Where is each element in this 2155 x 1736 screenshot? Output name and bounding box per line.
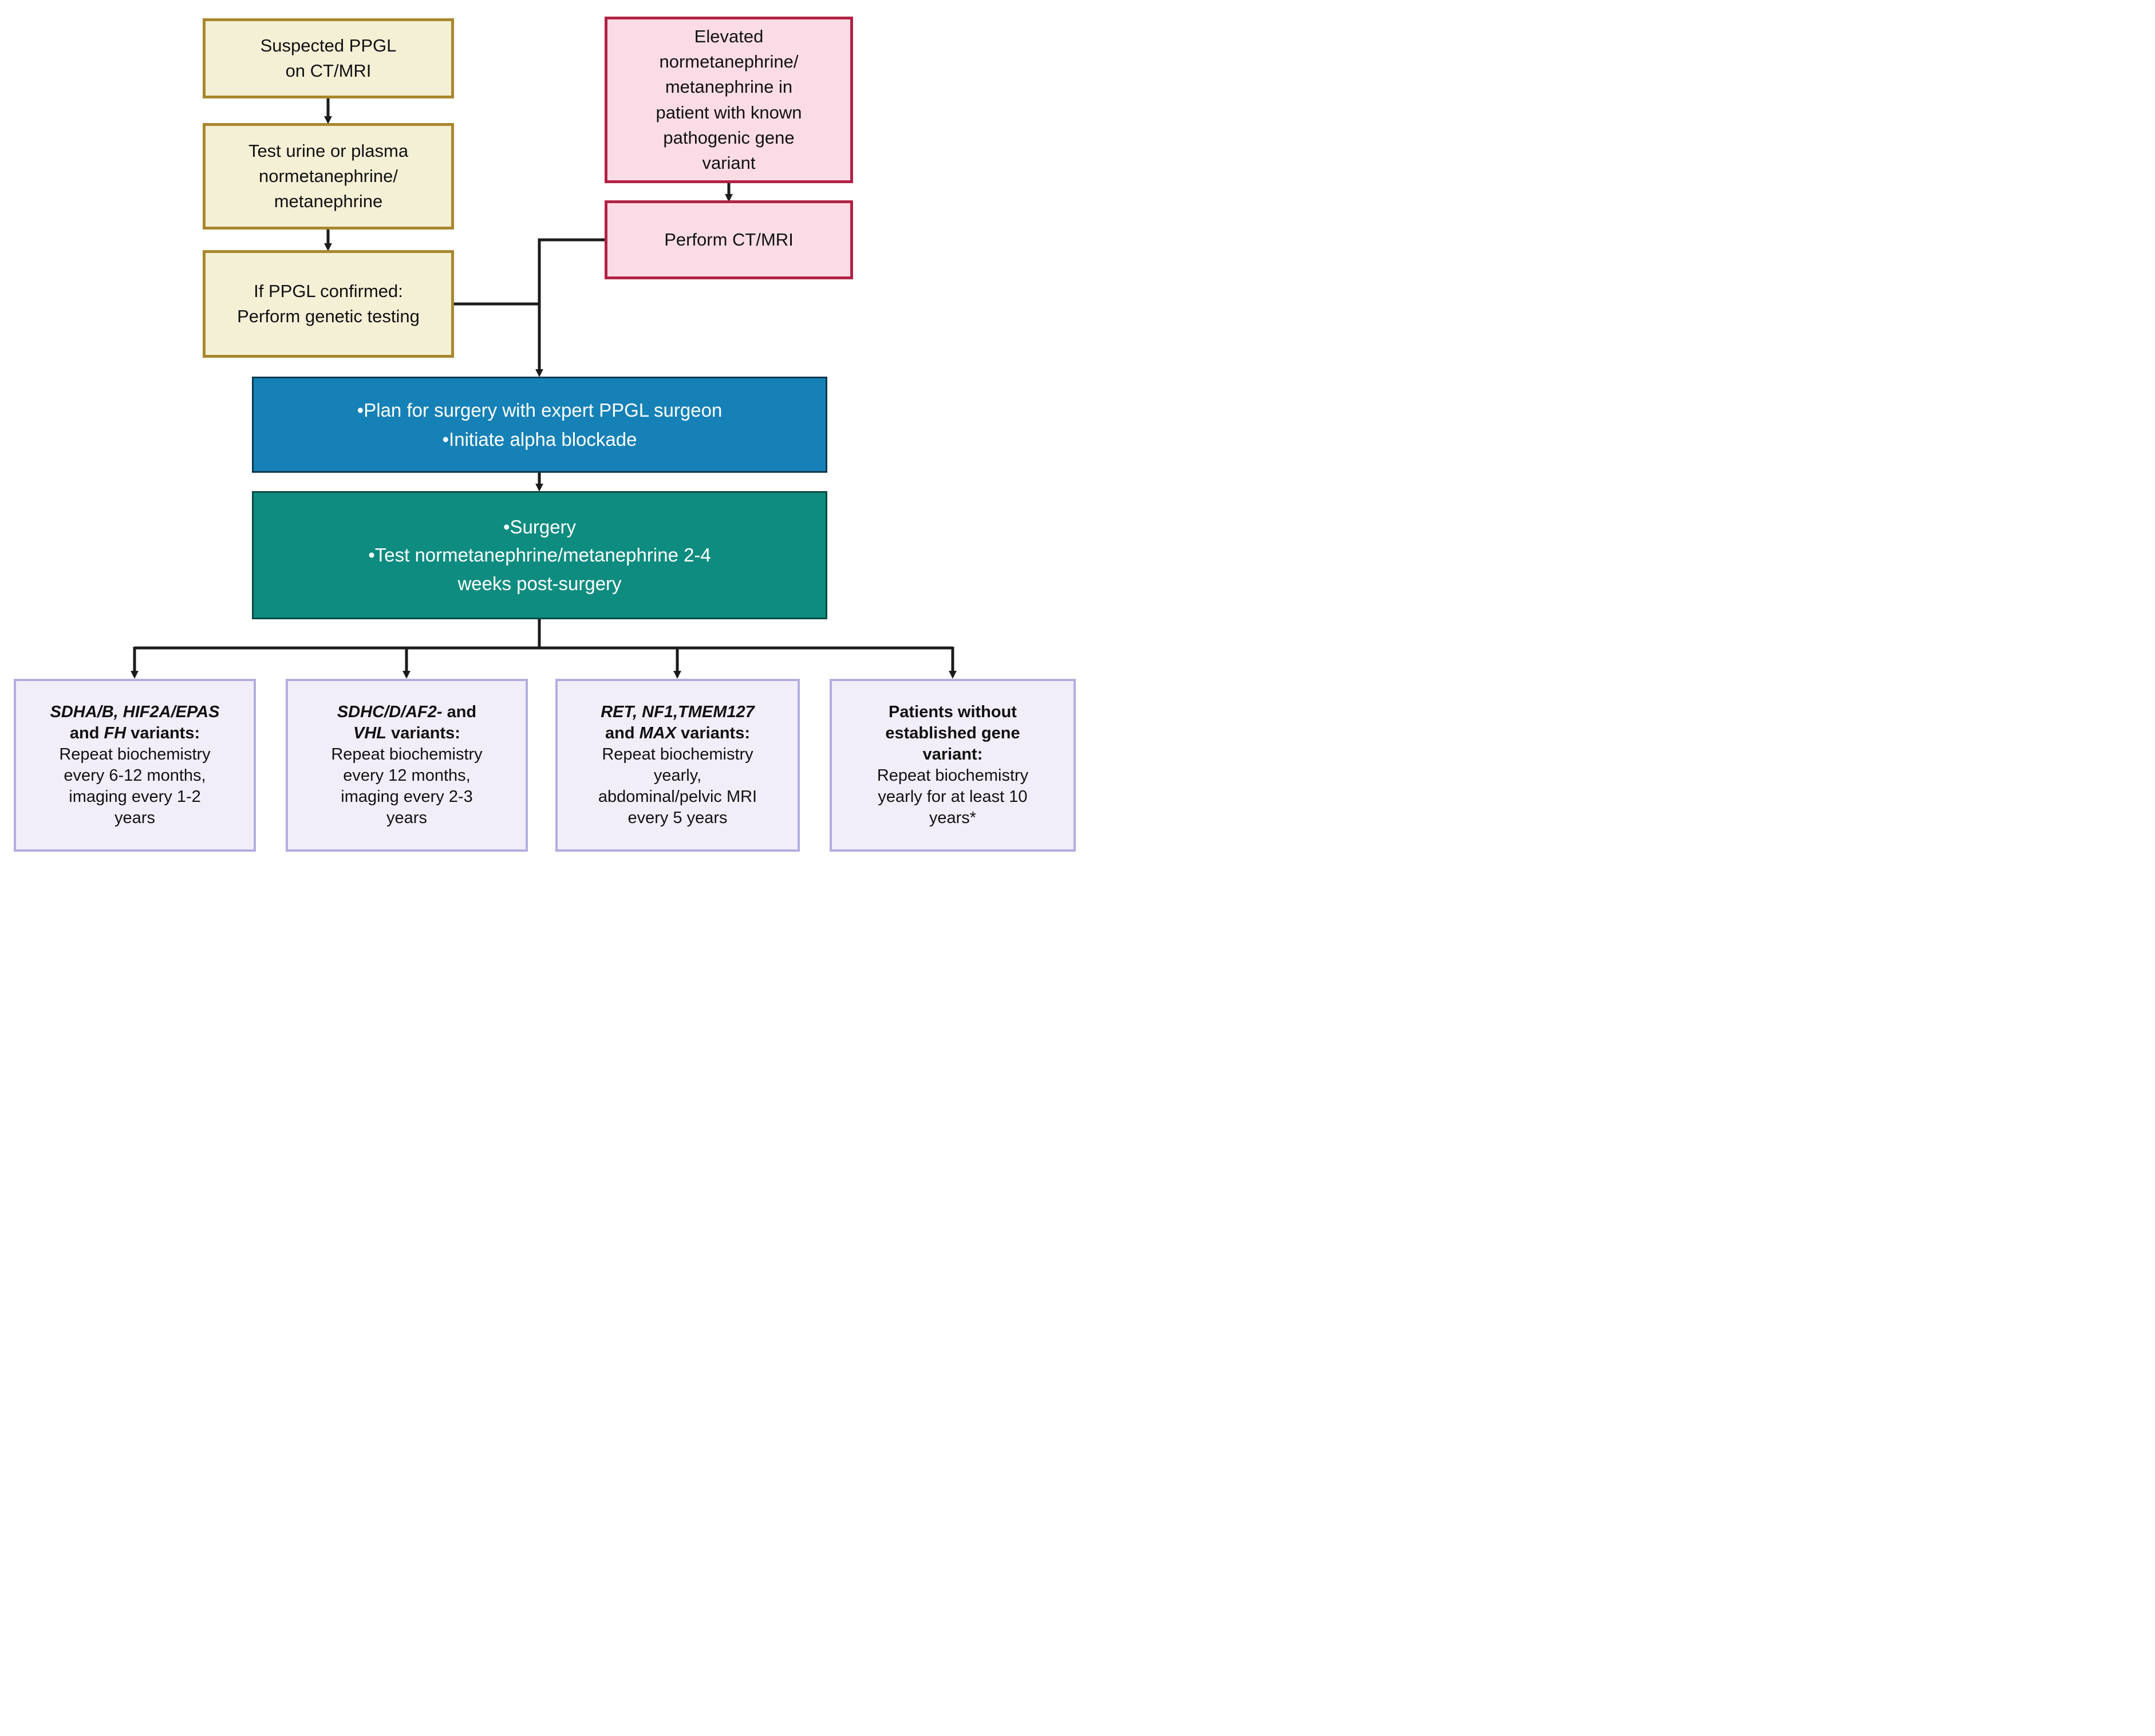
arrow-merge-to-plan [535, 238, 605, 377]
followup-body: Repeat biochemistry yearly, abdominal/pe… [598, 745, 757, 828]
followup-heading: RET, NF1,TMEM127 and MAX variants: [601, 702, 755, 742]
followup-body: Repeat biochemistry every 6-12 months, i… [59, 745, 211, 828]
perform-ct-mri-box: Perform CT/MRI [605, 200, 853, 279]
followup-box-ret: RET, NF1,TMEM127 and MAX variants: Repea… [555, 679, 800, 852]
followup-box-no-variant: Patients without established gene varian… [830, 679, 1076, 852]
test-urine-box: Test urine or plasma normetanephrine/ me… [203, 123, 454, 230]
elevated-metanephrine-box: Elevated normetanephrine/ metanephrine i… [605, 17, 853, 183]
followup-heading: Patients without established gene varian… [885, 702, 1020, 764]
followup-body: Repeat biochemistry yearly for at least … [877, 766, 1029, 828]
followup-box-sdhc: SDHC/D/AF2- and VHL variants: Repeat bio… [286, 679, 528, 852]
genetic-testing-box: If PPGL confirmed: Perform genetic testi… [203, 250, 454, 358]
connector-lines [131, 98, 957, 679]
followup-box-sdha: SDHA/B, HIF2A/EPAS and FH variants: Repe… [14, 679, 256, 852]
followup-body: Repeat biochemistry every 12 months, ima… [331, 745, 483, 828]
flowchart-canvas: Suspected PPGL on CT/MRI Test urine or p… [0, 0, 1078, 868]
followup-heading: SDHA/B, HIF2A/EPAS and FH variants: [50, 702, 220, 742]
suspected-ppgl-box: Suspected PPGL on CT/MRI [203, 18, 454, 98]
surgery-planning-box: •Plan for surgery with expert PPGL surge… [252, 377, 827, 473]
followup-heading: SDHC/D/AF2- and VHL variants: [337, 702, 477, 742]
surgery-box: •Surgery •Test normetanephrine/metanephr… [252, 491, 827, 619]
